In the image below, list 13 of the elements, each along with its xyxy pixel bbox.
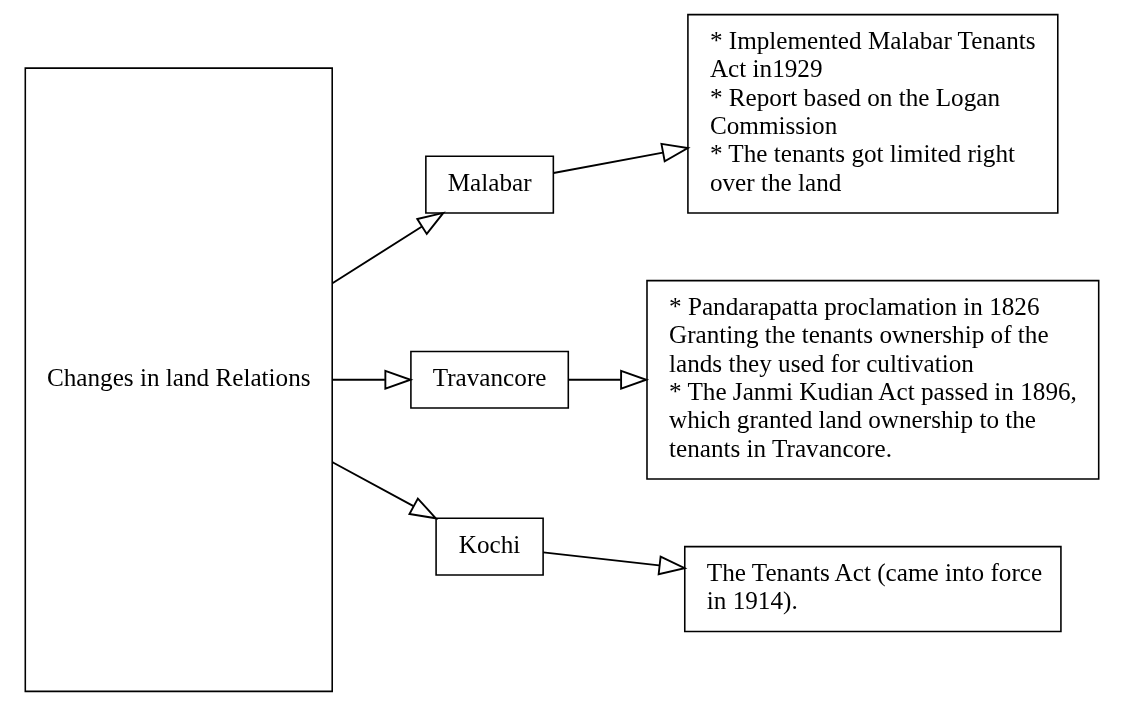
arrow: [331, 369, 414, 390]
node-box: Malabar: [425, 155, 555, 214]
node-box: * Pandarapatta proclamation in 1826 Granting the tenants ownership of the lands they used for cultivation * The Janmi Kudian Act passed in 1896, which granted land ownership to the tenants in Travancore.: [646, 279, 1100, 480]
arrow: [552, 142, 691, 174]
arrow: [542, 551, 688, 576]
node-box: The Tenants Act (came into force in 1914).: [684, 545, 1062, 633]
arrow: [331, 211, 446, 285]
arrow: [331, 461, 439, 520]
node-box: Travancore: [410, 350, 570, 409]
node-box: Changes in land Relations: [24, 67, 333, 693]
arrow: [567, 369, 650, 390]
node-box: * Implemented Malabar Tenants Act in1929 * Report based on the Logan Commission * The tenants got limited right over the land: [687, 13, 1059, 214]
node-box: Kochi: [435, 517, 544, 576]
